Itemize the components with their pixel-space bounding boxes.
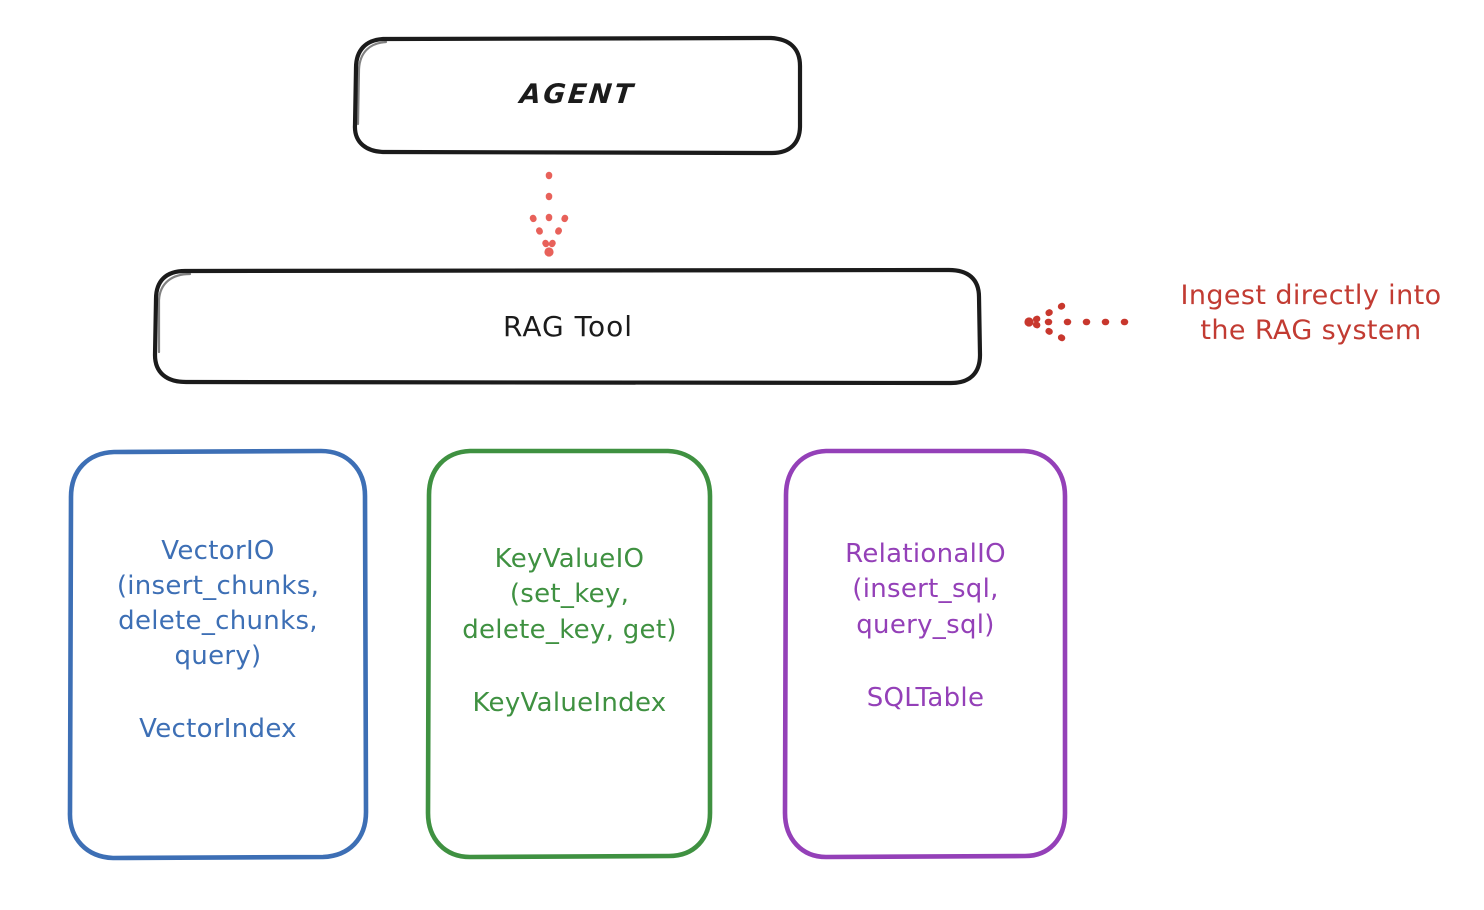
relational-io-content: RelationalIO (insert_sql, query_sql) SQL… xyxy=(785,450,1066,858)
agent-to-rag-tool-connector xyxy=(529,171,569,257)
relational-io-operations-label: RelationalIO (insert_sql, query_sql) xyxy=(845,539,1006,640)
key-value-io-content: KeyValueIO (set_key, delete_key, get) Ke… xyxy=(428,450,711,858)
rag-tool-node[interactable]: RAG Tool xyxy=(155,270,981,383)
ingest-connector xyxy=(1024,302,1129,342)
agent-node-label: AGENT xyxy=(518,79,638,111)
vector-io-node[interactable]: VectorIO (insert_chunks, delete_chunks, … xyxy=(70,450,366,858)
rag-tool-node-label: RAG Tool xyxy=(503,309,633,343)
vector-io-content: VectorIO (insert_chunks, delete_chunks, … xyxy=(70,450,366,858)
relational-io-node[interactable]: RelationalIO (insert_sql, query_sql) SQL… xyxy=(785,450,1066,858)
agent-node[interactable]: AGENT xyxy=(355,38,801,153)
relational-io-index-label: SQLTable xyxy=(866,682,985,713)
vector-io-operations-label: VectorIO (insert_chunks, delete_chunks, … xyxy=(116,535,320,672)
key-value-io-index-label: KeyValueIndex xyxy=(472,687,667,718)
key-value-io-node[interactable]: KeyValueIO (set_key, delete_key, get) Ke… xyxy=(428,450,711,858)
ingest-annotation-text: Ingest directly into the RAG system xyxy=(1180,280,1442,347)
vector-io-index-label: VectorIndex xyxy=(139,714,297,745)
key-value-io-operations-label: KeyValueIO (set_key, delete_key, get) xyxy=(462,544,677,645)
